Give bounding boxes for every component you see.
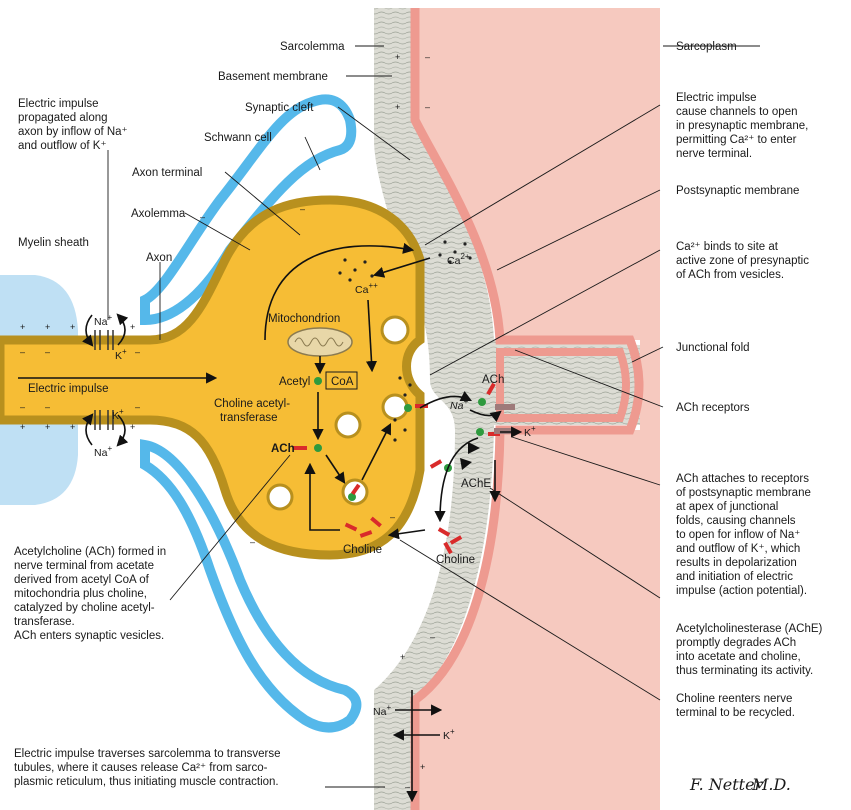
membrane-charge-marker: + [130,322,135,332]
membrane-charge-marker: – [45,347,50,357]
label-postsynaptic-membrane: Postsynaptic membrane [676,185,799,197]
svg-text:M.D.: M.D. [751,775,791,794]
membrane-charge-marker: + [70,322,75,332]
artist-signature: F. Netter M.D. [689,775,791,794]
mitochondrion [288,328,352,356]
membrane-charge-marker: + [130,422,135,432]
label-ach-cleft: ACh [482,374,504,386]
label-basement-membrane: Basement membrane [218,71,328,83]
label-coa: CoA [331,376,354,388]
membrane-charge-marker: + [400,652,405,662]
membrane-charge-marker: – [200,212,205,222]
label-ach-terminal: ACh [271,443,295,455]
label-choline-cleft: Choline [436,554,475,566]
label-myelin-sheath: Myelin sheath [18,237,89,249]
label-ach-receptors: ACh receptors [676,402,750,414]
membrane-charge-marker: – [20,347,25,357]
label-axon-terminal: Axon terminal [132,167,202,179]
label-sarcoplasm: Sarcoplasm [676,41,737,53]
note-sarcolemma-impulse: Electric impulse traverses sarcolemma to… [14,748,281,788]
label-axolemma: Axolemma [131,208,186,220]
label-mitochondrion: Mitochondrion [268,313,340,325]
membrane-charge-marker: – [45,402,50,412]
label-sarcolemma: Sarcolemma [280,41,345,53]
label-na-axon-lower: Na+ [94,444,112,459]
membrane-charge-marker: – [425,102,430,112]
membrane-charge-marker: + [395,52,400,62]
membrane-charge-marker: – [425,52,430,62]
label-junctional-fold: Junctional fold [676,342,750,354]
membrane-charge-marker: + [70,422,75,432]
label-synaptic-cleft: Synaptic cleft [245,102,314,114]
membrane-charge-marker: – [20,402,25,412]
membrane-charge-marker: – [300,204,305,214]
membrane-charge-marker: – [430,632,435,642]
label-axon: Axon [146,252,172,264]
label-choline-acetyltransferase-1: Choline acetyl- [214,398,290,410]
label-choline-terminal: Choline [343,544,382,556]
label-schwann-cell: Schwann cell [204,132,272,144]
label-ache: AChE [461,478,491,490]
label-acetyl: Acetyl [279,376,310,388]
membrane-charge-marker: – [135,402,140,412]
membrane-charge-marker: + [20,322,25,332]
membrane-charge-marker: + [420,762,425,772]
membrane-charge-marker: – [390,512,395,522]
membrane-charge-marker: + [395,102,400,112]
label-na-axon-upper: Na+ [94,313,112,328]
note-ache-degrades: Acetylcholinesterase (AChE)promptly degr… [676,623,823,677]
membrane-charge-marker: + [20,422,25,432]
label-choline-acetyltransferase-2: transferase [220,412,278,424]
label-electric-impulse: Electric impulse [28,383,109,395]
membrane-charge-marker: – [135,347,140,357]
membrane-charge-marker: + [45,322,50,332]
membrane-charge-marker: + [45,422,50,432]
membrane-charge-marker: – [250,537,255,547]
membrane-charge-marker: – [405,782,410,792]
